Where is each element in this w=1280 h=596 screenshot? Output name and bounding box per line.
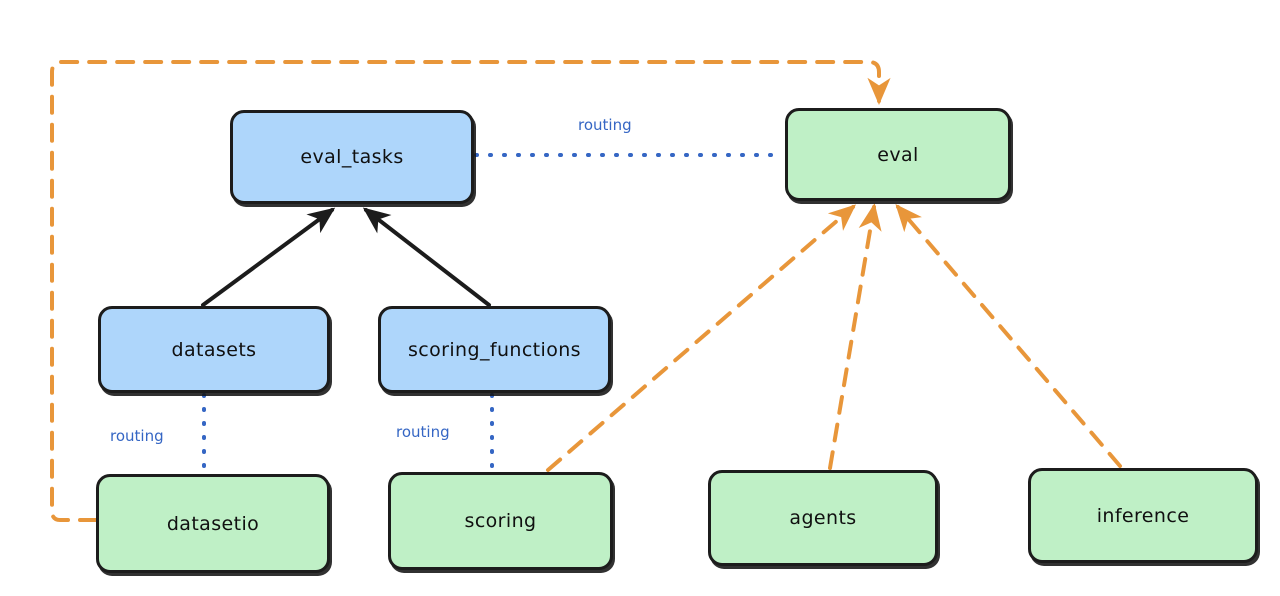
edge-scoring-to-eval <box>546 204 857 472</box>
edge-datasetio-to-eval <box>50 60 891 522</box>
node-label-scoring-functions: scoring_functions <box>408 338 581 361</box>
node-label-agents: agents <box>789 507 857 529</box>
node-label-datasets: datasets <box>171 338 257 361</box>
edge-inference-to-eval <box>895 203 1122 468</box>
node-agents[interactable]: agents <box>708 470 938 566</box>
node-inference[interactable]: inference <box>1028 468 1258 563</box>
node-label-eval: eval <box>877 143 919 166</box>
edge-label-routing-datasets-datasetio: routing <box>110 427 164 445</box>
node-scoring[interactable]: scoring <box>388 472 613 570</box>
node-scoring-functions[interactable]: scoring_functions <box>378 306 611 393</box>
node-label-eval-tasks: eval_tasks <box>300 146 404 168</box>
node-datasets[interactable]: datasets <box>98 306 330 393</box>
node-label-datasetio: datasetio <box>166 512 260 535</box>
node-eval[interactable]: eval <box>785 108 1011 201</box>
edge-scoring_functions-to-eval_tasks <box>362 207 491 307</box>
node-datasetio[interactable]: datasetio <box>96 474 330 573</box>
edge-datasets-to-eval_tasks <box>201 207 336 307</box>
node-label-inference: inference <box>1096 504 1190 527</box>
edge-label-routing-scoring-functions-scoring: routing <box>396 423 450 441</box>
edge-label-routing-eval-tasks-eval: routing <box>578 116 632 134</box>
node-label-scoring: scoring <box>464 510 537 532</box>
edge-agents-to-eval <box>828 203 882 470</box>
node-eval-tasks[interactable]: eval_tasks <box>230 110 474 204</box>
